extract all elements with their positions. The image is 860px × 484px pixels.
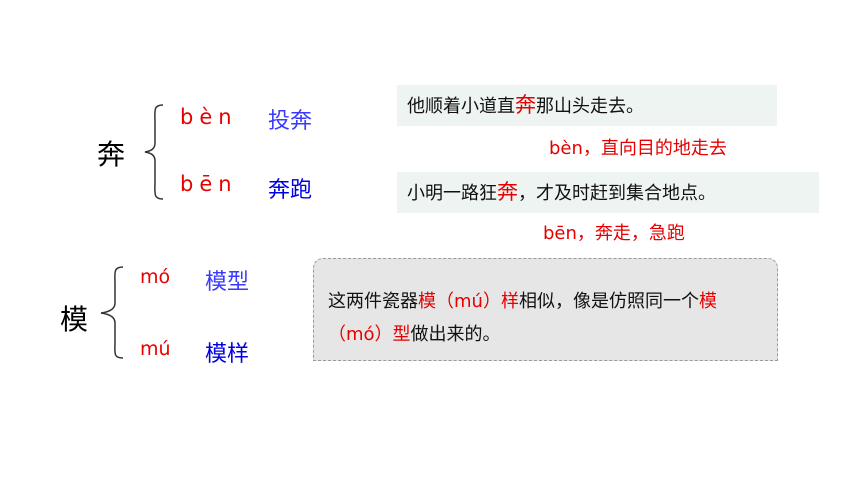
- pinyin-mu: mú: [140, 338, 171, 360]
- pinyin-ben4: bèn: [180, 105, 238, 129]
- example-part-1: 这两件瓷器: [328, 291, 418, 312]
- example-highlight-muyang: 模（mú）样: [418, 291, 519, 312]
- example-sentence-2: 小明一路狂奔，才及时赶到集合地点。: [397, 172, 819, 213]
- word-moxing: 模型: [205, 270, 250, 295]
- brace-mo: [100, 266, 124, 359]
- word-benpao: 奔跑: [268, 178, 313, 203]
- character-ben: 奔: [97, 138, 126, 171]
- example-highlight-moxing: 模（mó）型: [328, 291, 717, 345]
- sentence-2-before: 小明一路狂: [407, 183, 497, 204]
- pinyin-mo: mó: [140, 266, 171, 288]
- pinyin-ben1: bēn: [180, 172, 238, 196]
- sentence-2-after: ，才及时赶到集合地点。: [518, 183, 716, 204]
- sentence-1-after: 那山头走去。: [536, 96, 644, 117]
- example-part-2: 相似，像是仿照同一个: [518, 291, 699, 312]
- sentence-2-highlight: 奔: [497, 180, 518, 204]
- meaning-ben1: bēn，奔走，急跑: [543, 223, 685, 244]
- brace-ben: [144, 104, 164, 200]
- example-box-mo: 这两件瓷器模（mú）样相似，像是仿照同一个模（mó）型做出来的。: [313, 258, 778, 361]
- meaning-ben4: bèn，直向目的地走去: [549, 138, 727, 159]
- character-mo: 模: [60, 303, 89, 336]
- sentence-1-before: 他顺着小道直: [407, 96, 515, 117]
- word-touben: 投奔: [268, 109, 313, 134]
- example-part-3: 做出来的。: [410, 324, 501, 345]
- sentence-1-highlight: 奔: [515, 93, 536, 117]
- word-muyang: 模样: [205, 342, 250, 367]
- example-sentence-1: 他顺着小道直奔那山头走去。: [397, 85, 777, 126]
